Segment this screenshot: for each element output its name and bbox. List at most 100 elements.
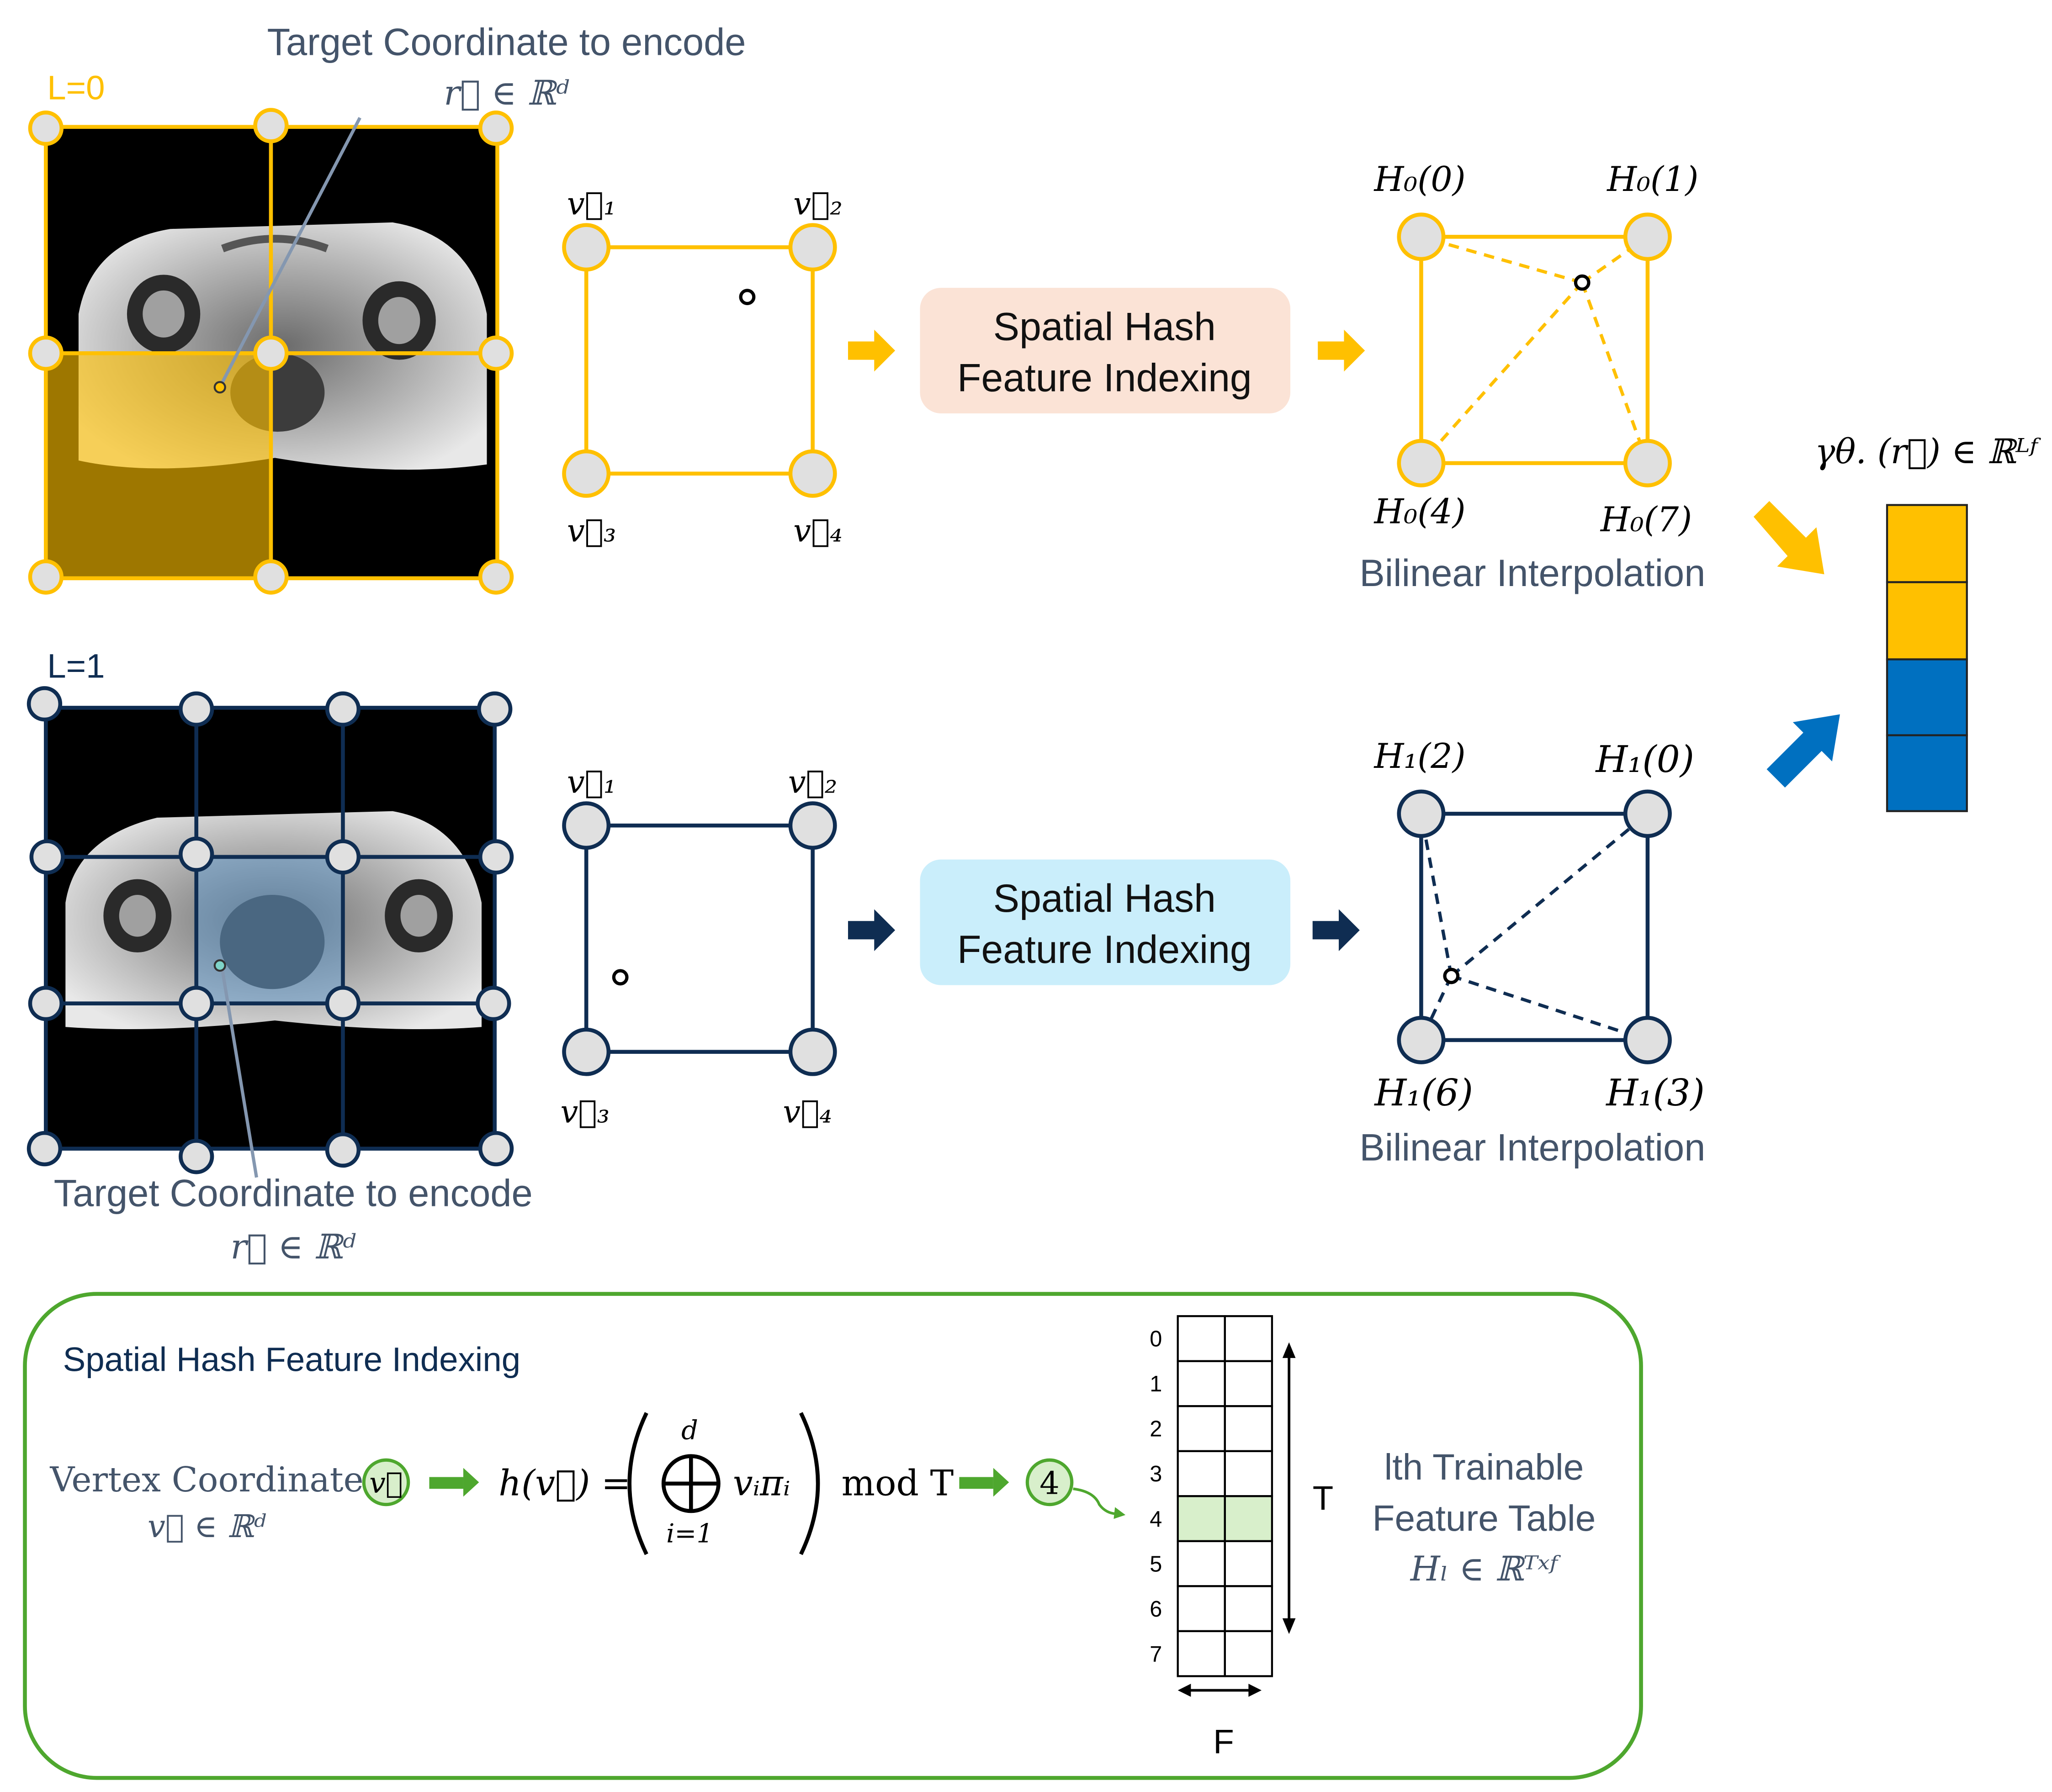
feature-table-cell [1224,1585,1273,1633]
feature-table-cell [1177,1540,1226,1587]
feature-table-row-index: 0 [1150,1327,1162,1352]
oplus-bottom: i=1 [666,1518,713,1549]
level0-interp-label-br: H₀(7) [1600,500,1692,539]
level0-arrow-to-output [1753,501,1824,575]
oplus-term: vᵢπᵢ [733,1463,790,1504]
level1-interp-label-tr: H₁(0) [1595,738,1694,781]
level0-target-caption: Target Coordinate to encode [267,21,746,63]
index-pointer [1073,1487,1120,1515]
mod-text: mod T [842,1463,954,1504]
level1-interp-label-br: H₁(3) [1605,1072,1705,1114]
feature-table-row-index: 5 [1150,1552,1162,1576]
feature-table-row-index: 4 [1150,1507,1162,1532]
level0-label: L=0 [47,69,105,107]
f-label: F [1213,1723,1234,1760]
level1-corner-v3: v⃗₃ [561,1094,610,1130]
level1-hash-line1: Spatial Hash [993,877,1216,920]
oplus-top: d [681,1415,698,1445]
level0-target-math: r⃗ ∈ ℝᵈ [444,73,569,113]
level0-highlight-cell [46,353,271,578]
feature-table-row-index: 6 [1150,1597,1162,1622]
level0-cell [562,223,837,498]
level1-interp-label-tl: H₁(2) [1373,736,1465,776]
feature-table-cell [1224,1630,1273,1677]
panel-arrow-2-bar [959,1477,993,1489]
feature-table-cell [1224,1405,1273,1452]
panel-arrow-1-bar [429,1477,463,1489]
level1-target-point [213,959,226,972]
feature-table-cell [1224,1540,1273,1587]
level0-corner-v2: v⃗₂ [793,186,843,222]
feature-table-row-index: 1 [1150,1372,1162,1396]
level1-hash-line2: Feature Indexing [957,928,1252,972]
index-badge [1025,1458,1074,1507]
level1-highlight-cell [196,856,343,1004]
level1-target-math: r⃗ ∈ ℝᵈ [230,1227,356,1267]
feature-table-cell [1177,1315,1226,1362]
level1-target-caption: Target Coordinate to encode [54,1172,533,1215]
output-label: γθ. (r⃗) ∈ ℝᴸᶠ [1815,432,2041,471]
vertex-math: v⃗ ∈ ℝᵈ [148,1508,266,1545]
level1-corner-v2: v⃗₂ [788,764,838,801]
feature-table-cell [1224,1360,1273,1407]
feature-table-row: 5 [1150,1540,1273,1587]
level1-corner-v1: v⃗₁ [567,764,616,801]
hash-indexing-panel: Spatial Hash Feature Indexing Vertex Coo… [23,1292,1643,1780]
level1-arrow-2 [1312,909,1360,952]
level0-interp-label-tr: H₀(1) [1606,159,1698,199]
level1-grid-nodes [27,686,514,1174]
level1-grid [44,706,497,1151]
level0-interp [1397,212,1672,487]
level0-hash-box [920,288,1291,414]
level0-corner-v4: v⃗₄ [793,513,843,550]
vertex-badge-symbol: v⃗ [369,1466,403,1500]
level1-label: L=1 [47,647,105,685]
feature-table-row: 6 [1150,1585,1273,1633]
level1-hash-box [920,859,1291,985]
feature-table-row: 1 [1150,1360,1273,1407]
vertex-badge [362,1458,410,1507]
level1-interp-caption: Bilinear Interpolation [1359,1126,1705,1168]
level1-arrow-1 [848,909,896,952]
index-result: 4 [1039,1465,1060,1502]
feature-table-cell [1224,1495,1273,1542]
vertex-label: Vertex Coordinate [49,1460,363,1500]
feature-table-cell [1224,1450,1273,1497]
table-caption-1: lth Trainable [1384,1446,1584,1487]
level1-interp [1397,789,1672,1064]
level1-corner-v4: v⃗₄ [783,1094,832,1130]
level0-hash-line2: Feature Indexing [957,356,1252,400]
panel-title: Spatial Hash Feature Indexing [63,1341,521,1379]
panel-arrow-2-head [993,1468,1009,1497]
output-vector: γθ. (r⃗) ∈ ℝᴸᶠ [1815,432,2041,812]
feature-table-cell [1177,1360,1226,1407]
level0-hash-line1: Spatial Hash [993,305,1216,349]
level0-interp-label-bl: H₀(4) [1373,492,1465,532]
level0-corner-v1: v⃗₁ [567,186,616,222]
level0-pointer-line [221,117,361,383]
level0-arrow-2 [1318,329,1365,372]
level0-target-point [213,381,226,394]
feature-table-cell [1177,1585,1226,1633]
level0-arrow-1 [848,329,896,372]
level0-interp-label-tl: H₀(0) [1373,159,1465,199]
feature-table-cell [1177,1450,1226,1497]
level1-arrow-to-output [1766,714,1840,788]
paren-left [627,1412,648,1555]
table-caption-3: Hₗ ∈ ℝᵀˣᶠ [1410,1549,1561,1589]
feature-table-cell [1224,1315,1273,1362]
feature-table-row-index: 2 [1150,1417,1162,1442]
feature-table-cell [1177,1405,1226,1452]
level1-pointer-line [221,970,258,1178]
feature-table-row: 4 [1150,1495,1273,1542]
level0-group: L=0 Target Coordinate to encode r⃗ ∈ ℝᵈ [28,21,1824,595]
level0-corner-v3: v⃗₃ [567,513,616,550]
feature-table-row-index: 7 [1150,1642,1162,1666]
feature-table-row: 3 [1150,1450,1273,1497]
feature-table: 0 1 2 3 4 5 6 7 [1150,1315,1273,1677]
level0-grid-nodes [28,108,514,595]
hash-func: h(v⃗) = [498,1463,631,1504]
t-label: T [1313,1479,1333,1517]
